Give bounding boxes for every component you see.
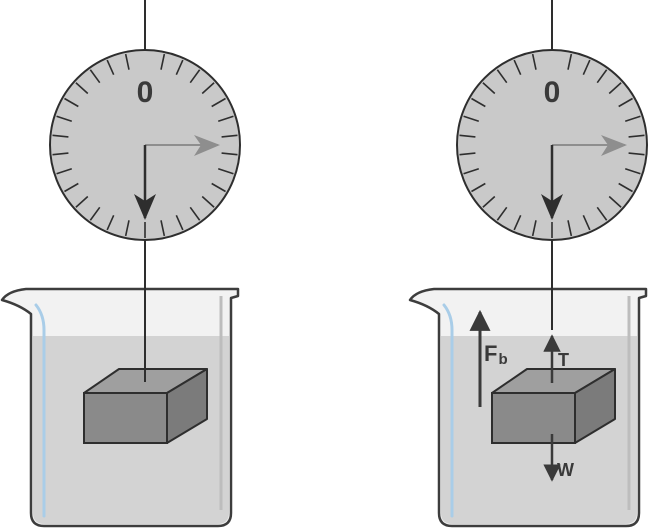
dial-tick: [596, 69, 608, 84]
dial-tick: [624, 115, 641, 122]
buoyant-force-label: Fb: [484, 341, 508, 368]
left-dial-ticks: [52, 53, 238, 238]
dial-tick: [463, 168, 480, 175]
dial-tick: [52, 134, 69, 138]
dial-tick: [531, 53, 537, 70]
dial-tick: [221, 134, 238, 138]
left-block-front: [83, 392, 168, 444]
dial-tick: [64, 97, 79, 108]
left-dial-needle-arrowhead: [134, 194, 156, 220]
dial-tick: [189, 206, 201, 221]
dial-tick: [471, 97, 486, 108]
dial-tick: [463, 115, 480, 122]
dial-tick: [628, 134, 645, 138]
dial-tick: [64, 182, 79, 193]
dial-tick: [531, 220, 537, 237]
left-setup: 0: [0, 0, 241, 528]
left-dial: 0: [49, 49, 241, 241]
dial-tick: [459, 152, 476, 156]
dial-tick: [482, 195, 496, 208]
dial-tick: [608, 195, 622, 208]
dial-tick: [567, 53, 573, 70]
dial-tick: [175, 215, 184, 231]
right-dial-reference-arrowhead: [601, 135, 627, 156]
dial-tick: [513, 215, 522, 231]
dial-tick: [496, 69, 508, 84]
dial-tick: [211, 97, 226, 108]
right-dial: 0: [456, 49, 648, 241]
dial-tick: [608, 82, 622, 95]
right-block: [491, 368, 616, 444]
tension-label: T: [558, 350, 569, 370]
dial-tick: [160, 220, 166, 237]
dial-tick: [201, 195, 215, 208]
dial-tick: [221, 152, 238, 156]
right-dial-zero-label: 0: [544, 76, 561, 109]
dial-tick: [624, 168, 641, 175]
left-glass-highlight: [34, 303, 46, 518]
right-block-front: [491, 392, 576, 444]
dial-tick: [211, 182, 226, 193]
dial-tick: [75, 195, 89, 208]
dial-tick: [52, 152, 69, 156]
dial-tick: [189, 69, 201, 84]
weight-label: W: [557, 460, 574, 480]
dial-tick: [217, 168, 234, 175]
dial-tick: [201, 82, 215, 95]
dial-tick: [618, 97, 633, 108]
dial-tick: [596, 206, 608, 221]
dial-tick: [56, 168, 73, 175]
dial-tick: [471, 182, 486, 193]
left-block: [83, 368, 208, 444]
dial-tick: [582, 59, 591, 75]
dial-tick: [75, 82, 89, 95]
dial-tick: [217, 115, 234, 122]
dial-tick: [106, 215, 115, 231]
dial-tick: [496, 206, 508, 221]
right-glass-highlight: [442, 303, 454, 518]
dial-tick: [618, 182, 633, 193]
dial-tick: [56, 115, 73, 122]
dial-tick: [628, 152, 645, 156]
left-dial-zero-label: 0: [137, 76, 154, 109]
dial-tick: [89, 206, 101, 221]
dial-tick: [459, 134, 476, 138]
dial-tick: [89, 69, 101, 84]
dial-tick: [106, 59, 115, 75]
dial-tick: [160, 53, 166, 70]
dial-tick: [513, 59, 522, 75]
right-dial-needle-arrowhead: [541, 194, 563, 220]
dial-tick: [175, 59, 184, 75]
dial-tick: [124, 53, 130, 70]
left-dial-reference-arrowhead: [194, 135, 220, 156]
right-setup: Fb T W 0: [408, 0, 648, 528]
dial-tick: [124, 220, 130, 237]
dial-tick: [582, 215, 591, 231]
dial-tick: [482, 82, 496, 95]
dial-tick: [567, 220, 573, 237]
right-dial-ticks: [459, 53, 645, 238]
